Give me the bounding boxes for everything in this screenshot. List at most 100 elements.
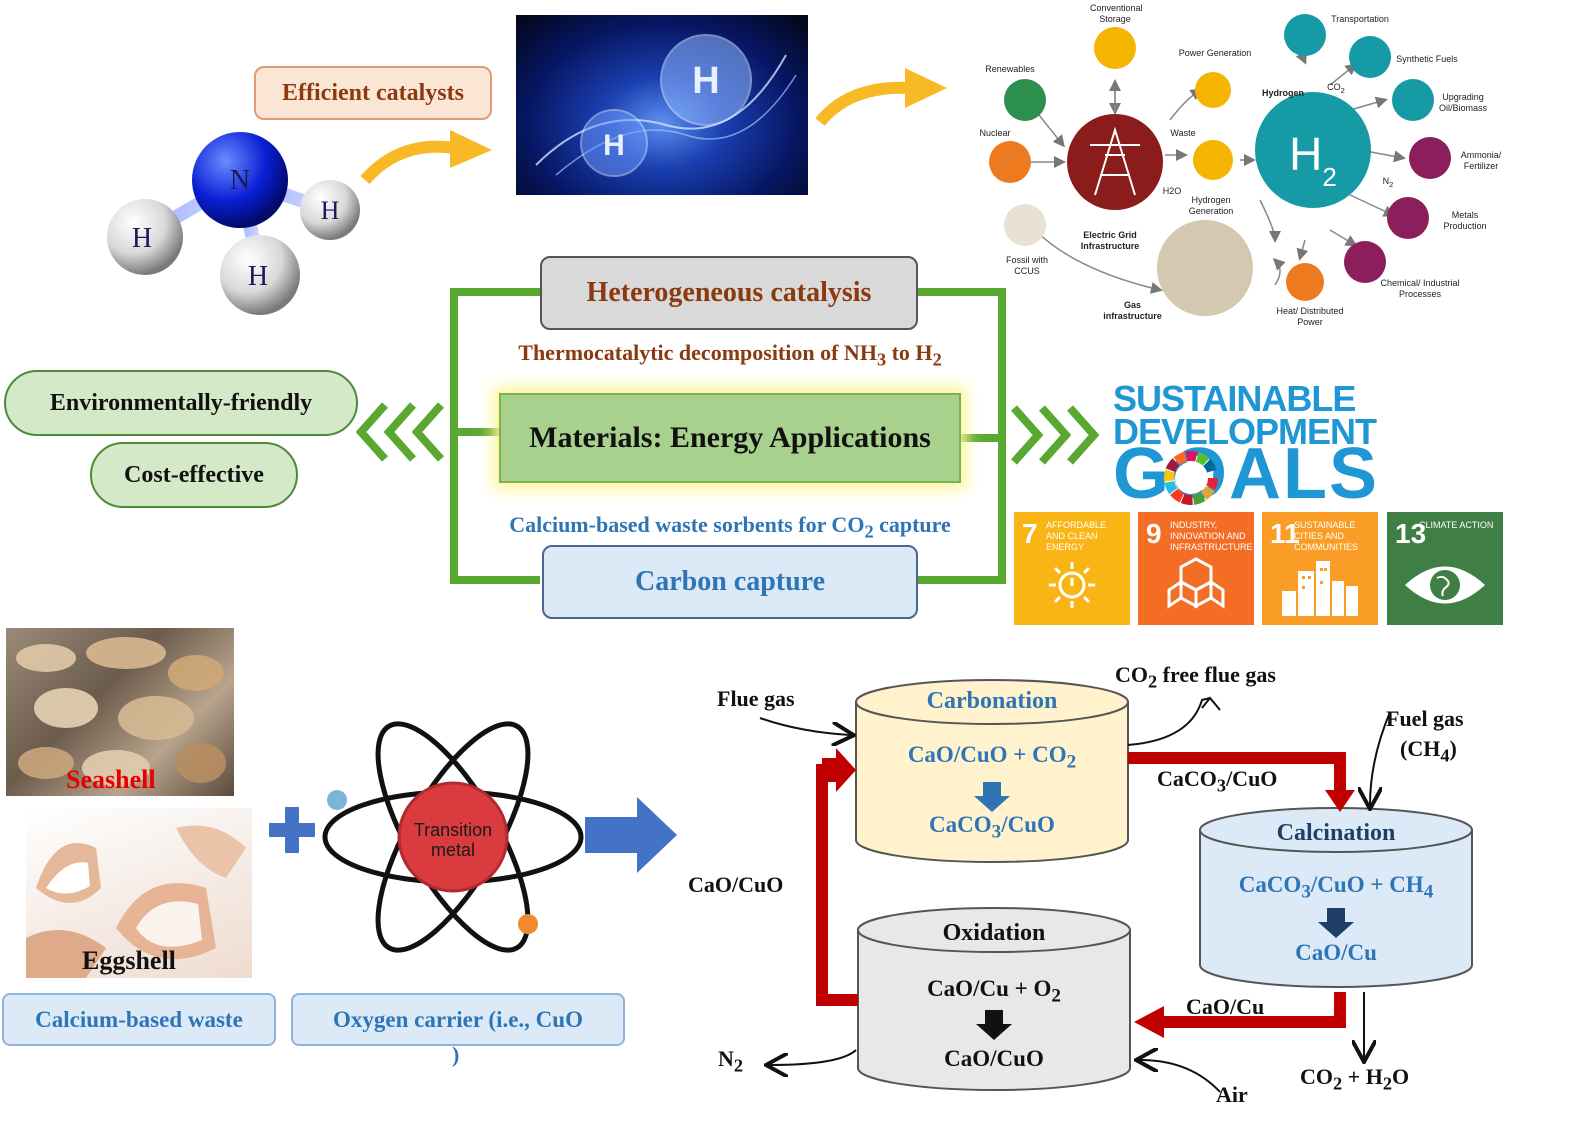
storage-icon xyxy=(1094,27,1136,69)
seashell-image: Seashell xyxy=(6,628,234,796)
sdg-wheel-icon xyxy=(1164,451,1218,505)
h2-center-main: H xyxy=(1289,128,1322,180)
label-chemical: Chemical/ Industrial Processes xyxy=(1380,278,1460,299)
fossil-icon xyxy=(1004,204,1046,246)
yellow-arrow-icon xyxy=(815,68,947,126)
transition-metal-atom-icon xyxy=(322,721,584,953)
hydrogen-image: H H xyxy=(516,15,808,195)
label-hydrogen-generation: Hydrogen Generation xyxy=(1188,195,1234,216)
h-atom-label-2: H xyxy=(603,129,625,162)
eggshell-label: Eggshell xyxy=(82,946,176,975)
fuel-gas-label: Fuel gas xyxy=(1386,706,1464,731)
thermocatalytic-label: Thermocatalytic decomposition of NH3 to … xyxy=(518,340,942,370)
metals-icon xyxy=(1387,197,1429,239)
upgrading-icon xyxy=(1392,79,1434,121)
sdg-title-line1: SUSTAINABLE xyxy=(1113,378,1356,419)
label-co2-edge: CO2 xyxy=(1327,82,1345,95)
efficient-catalysts-label: Efficient catalysts xyxy=(254,66,492,120)
carbonation-reactor: Carbonation CaO/CuO + CO2 CaCO3/CuO xyxy=(856,688,1128,848)
oxygen-carrier-tail: ) xyxy=(452,1042,460,1067)
cost-effective-label: Cost-effective xyxy=(90,442,298,508)
air-inlet-label: Air xyxy=(1216,1082,1248,1107)
transportation-icon xyxy=(1284,14,1326,56)
calcination-reactants: CaCO3/CuO + CH4 xyxy=(1238,872,1434,903)
hydrogen-ecosystem-diagram: H2 xyxy=(989,14,1451,316)
carbon-capture-label: Carbon capture xyxy=(542,545,918,619)
co2-free-flue-gas-label: CO2 free flue gas xyxy=(1115,662,1276,692)
calcium-based-waste-label: Calcium-based waste xyxy=(2,993,276,1046)
label-renewables: Renewables xyxy=(985,64,1035,74)
city-icon xyxy=(1282,561,1358,616)
calcination-products: CaO/Cu xyxy=(1295,940,1377,965)
carbonation-reactants: CaO/CuO + CO2 xyxy=(907,742,1077,773)
label-heat: Heat/ Distributed Power xyxy=(1276,306,1344,327)
h-atom-label: H xyxy=(692,60,719,102)
label-hydrogen: Hydrogen xyxy=(1261,88,1304,98)
green-frame xyxy=(450,288,1006,584)
heterogeneous-catalysis-label: Heterogeneous catalysis xyxy=(540,256,918,330)
gas-map-icon xyxy=(1157,220,1253,316)
caco3-cuo-transfer-label: CaCO3/CuO xyxy=(1157,766,1278,796)
carbonation-title: Carbonation xyxy=(926,688,1058,714)
renewables-icon xyxy=(1004,79,1046,121)
nuclear-icon xyxy=(989,141,1031,183)
label-waste: Waste xyxy=(1170,128,1196,138)
chevron-right-icon xyxy=(1011,405,1100,465)
fuel-gas-ch4-label: (CH4) xyxy=(1400,736,1457,766)
label-gas-infrastructure: Gas infrastructure xyxy=(1103,300,1162,321)
ammonia-icon xyxy=(1409,137,1451,179)
atom-label-n: N xyxy=(230,165,250,196)
ammonia-molecule: N H H H xyxy=(107,132,360,315)
oxygen-carrier-label: Oxygen carrier (i.e., CuO xyxy=(291,993,625,1046)
cubes-icon xyxy=(1167,557,1225,609)
transition-metal-label: Transition metal xyxy=(413,820,493,860)
sun-power-icon xyxy=(1049,562,1095,608)
label-synthetic-fuels: Synthetic Fuels xyxy=(1396,54,1458,64)
calcination-reactor: Calcination CaCO3/CuO + CH4 CaO/Cu xyxy=(1200,820,1472,980)
label-conventional-storage: Conventional Storage xyxy=(1090,3,1143,24)
arrow-right-icon xyxy=(585,797,677,873)
eye-earth-icon xyxy=(1405,566,1485,604)
plus-icon xyxy=(269,807,315,853)
cao-cu-transfer-label: CaO/Cu xyxy=(1186,994,1265,1019)
oxidation-products: CaO/CuO xyxy=(944,1046,1044,1071)
label-nuclear: Nuclear xyxy=(979,128,1011,138)
materials-energy-label: Materials: Energy Applications xyxy=(499,393,961,483)
environmentally-friendly-label: Environmentally-friendly xyxy=(4,370,358,436)
h2-center-icon xyxy=(1255,92,1371,208)
oxidation-title: Oxidation xyxy=(942,920,1046,946)
calcium-sorbents-label: Calcium-based waste sorbents for CO2 cap… xyxy=(509,512,951,542)
label-transportation: Transportation xyxy=(1331,14,1389,24)
heat-icon xyxy=(1286,263,1324,301)
label-h2o-edge: H2O xyxy=(1162,186,1182,196)
cao-cuo-loop-label: CaO/CuO xyxy=(688,872,784,897)
synthetic-fuels-icon xyxy=(1349,36,1391,78)
label-power-generation: Power Generation xyxy=(1178,48,1252,58)
carbonation-products: CaCO3/CuO xyxy=(929,812,1055,843)
eggshell-image: Eggshell xyxy=(26,808,252,978)
sdg-title-line2: DEVELOPMENT xyxy=(1113,411,1377,452)
atom-label-h1: H xyxy=(132,223,152,254)
seashell-label: Seashell xyxy=(66,765,156,794)
co2-h2o-outlet-label: CO2 + H2O xyxy=(1300,1064,1410,1094)
atom-label-h3: H xyxy=(248,261,268,292)
sdg-title-line3: GOALS xyxy=(1113,434,1380,514)
chevron-left-icon xyxy=(355,402,444,462)
chemical-icon xyxy=(1344,241,1386,283)
label-electric-grid: Electric Grid Infrastructure xyxy=(1080,230,1140,251)
label-n2-edge: N2 xyxy=(1382,176,1394,189)
label-upgrading: Upgrading Oil/Biomass xyxy=(1438,92,1487,113)
oxidation-reactor: Oxidation CaO/Cu + O2 CaO/CuO xyxy=(858,920,1130,1080)
n2-outlet-label: N2 xyxy=(718,1046,744,1076)
svg-text:H2: H2 xyxy=(1289,128,1337,192)
label-fossil: Fossil with CCUS xyxy=(1005,255,1048,276)
flue-gas-label: Flue gas xyxy=(717,686,795,711)
yellow-arrow-icon xyxy=(360,130,492,185)
process-arrows xyxy=(759,679,1473,1093)
atom-label-h2: H xyxy=(321,196,340,225)
label-ammonia: Ammonia/ Fertilizer xyxy=(1460,150,1502,171)
